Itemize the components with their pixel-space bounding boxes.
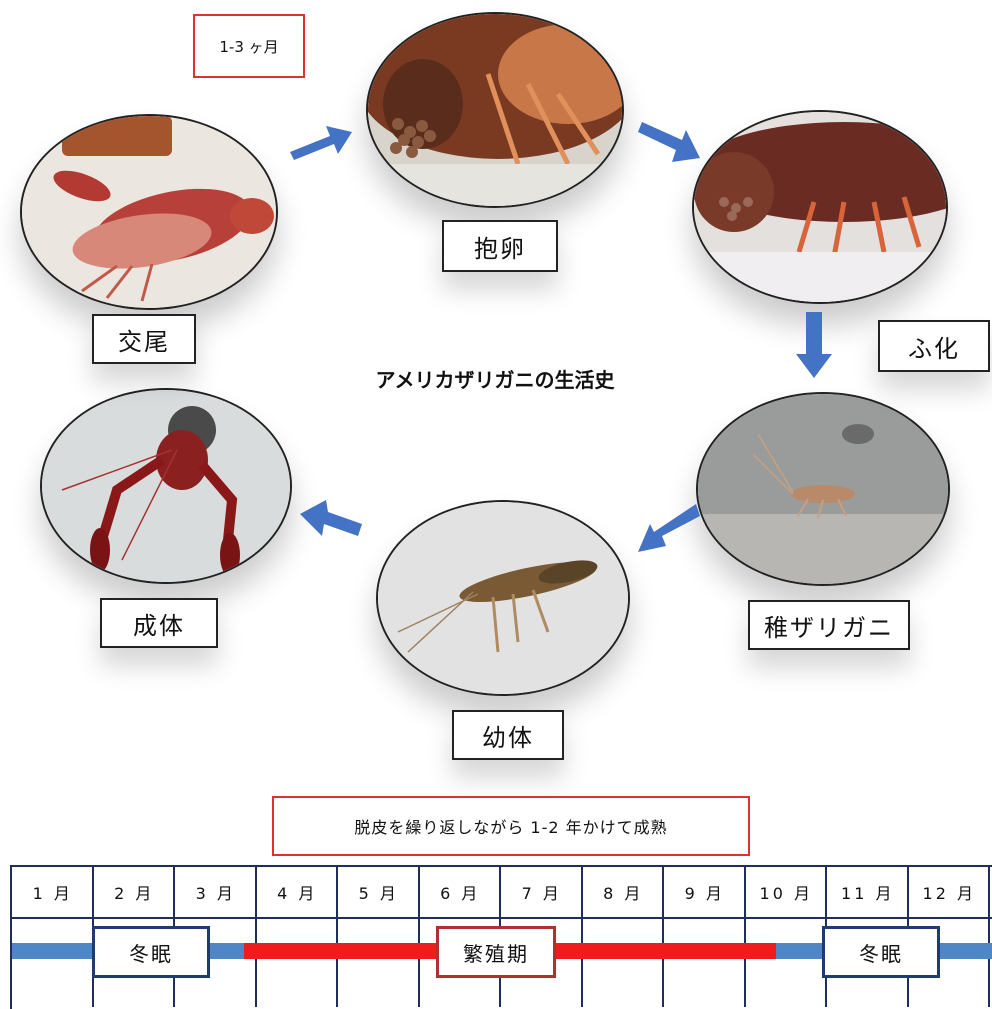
period-breeding: 繁殖期 — [436, 926, 556, 978]
timeline-month-label: 12 月 — [922, 884, 976, 903]
label-hatching: ふ化 — [878, 320, 990, 372]
timeline-column — [257, 867, 338, 1007]
maturity-note: 脱皮を繰り返しながら 1-2 年かけて成熟 — [272, 796, 750, 856]
timeline-month-label: 7 月 — [521, 884, 562, 903]
photo-hatchling — [696, 392, 950, 586]
timeline-header — [12, 867, 992, 919]
arrow-hatchling-to-juvenile — [638, 504, 700, 552]
label-juvenile: 幼体 — [452, 710, 564, 760]
label-egg-bearing-text: 抱卵 — [474, 234, 526, 263]
mating-crayfish-image — [22, 116, 276, 308]
photo-mating — [20, 114, 278, 310]
timeline-column — [338, 867, 420, 1007]
period-hibernation-end: 冬眠 — [822, 926, 940, 978]
timeline-column — [664, 867, 746, 1007]
timeline-month-label: 6 月 — [440, 884, 481, 903]
photo-juvenile — [376, 500, 630, 696]
arrow-egg-to-hatching — [638, 122, 700, 162]
timeline-month-label: 4 月 — [277, 884, 318, 903]
label-adult-text: 成体 — [133, 611, 185, 640]
maturity-note-text: 脱皮を繰り返しながら 1-2 年かけて成熟 — [354, 818, 668, 837]
label-mating: 交尾 — [92, 314, 196, 364]
timeline-column — [583, 867, 664, 1007]
period-breeding-label: 繁殖期 — [463, 941, 529, 966]
arrow-hatching-down — [796, 312, 832, 378]
period-hibernation-start-label: 冬眠 — [129, 941, 173, 966]
photo-adult — [40, 388, 292, 584]
timeline-column — [175, 867, 257, 1007]
label-adult: 成体 — [100, 598, 218, 648]
photo-egg-bearing — [366, 12, 624, 208]
timeline-column — [909, 867, 990, 1007]
juvenile-crayfish-image — [378, 502, 628, 694]
egg-bearing-crayfish-image — [368, 14, 622, 206]
timeline-month-label: 9 月 — [684, 884, 725, 903]
arrow-mating-to-egg — [290, 126, 352, 160]
timeline-month-label: 11 月 — [841, 884, 895, 903]
timeline-month-label: 8 月 — [603, 884, 644, 903]
arrow-juvenile-to-adult — [300, 500, 362, 536]
timeline-column — [501, 867, 583, 1007]
timeline-month-label: 10 月 — [759, 884, 813, 903]
photo-hatching — [692, 110, 948, 304]
label-egg-bearing: 抱卵 — [442, 220, 558, 272]
period-hibernation-start: 冬眠 — [92, 926, 210, 978]
label-juvenile-text: 幼体 — [482, 723, 534, 752]
hatchling-crayfish-image — [698, 394, 948, 584]
period-hibernation-end-label: 冬眠 — [859, 941, 903, 966]
duration-note: 1-3 ヶ月 — [193, 14, 305, 78]
duration-note-text: 1-3 ヶ月 — [219, 37, 279, 56]
timeline-month-label: 5 月 — [358, 884, 399, 903]
timeline-month-label: 2 月 — [114, 884, 155, 903]
hatching-crayfish-image — [694, 112, 946, 302]
label-hatchling: 稚ザリガニ — [748, 600, 910, 650]
label-mating-text: 交尾 — [118, 327, 170, 356]
label-hatchling-text: 稚ザリガニ — [764, 613, 894, 642]
label-hatching-text: ふ化 — [908, 334, 960, 363]
adult-crayfish-image — [42, 390, 290, 582]
timeline-month-label: 3 月 — [195, 884, 236, 903]
diagram-title: アメリカザリガニの生活史 — [375, 368, 615, 392]
timeline-month-label: 1 月 — [32, 884, 73, 903]
